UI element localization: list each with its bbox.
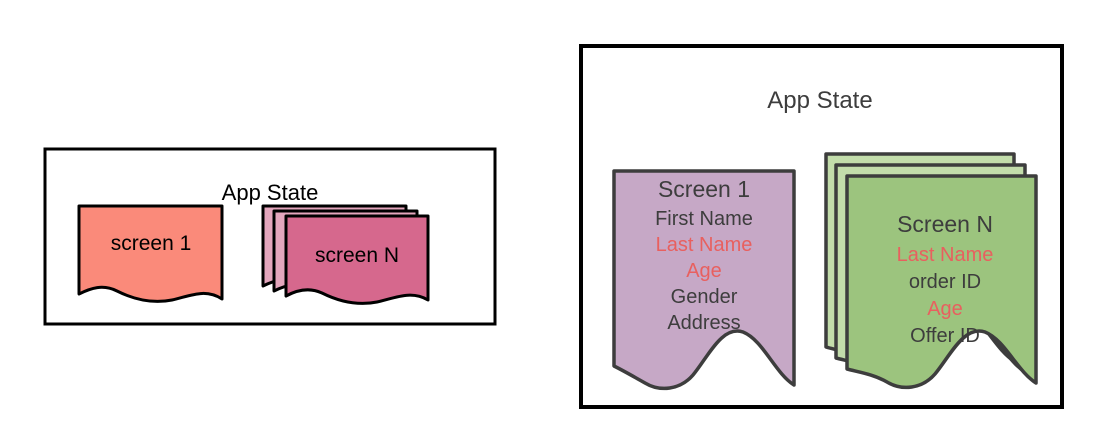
screen-1-purple-field-2: Age <box>686 260 722 282</box>
screen-1-purple-body <box>612 169 796 391</box>
left-panel: App State screen 1 screen N <box>43 147 497 326</box>
right-panel-title: App State <box>767 87 872 114</box>
screen-1-salmon-body <box>77 204 224 303</box>
shape-screen-1-salmon[interactable]: screen 1 <box>77 204 224 303</box>
screen-1-purple-field-3: Gender <box>671 286 738 308</box>
screen-1-salmon-label: screen 1 <box>111 232 192 255</box>
screen-n-green-layer-front <box>845 174 1038 390</box>
shape-screen-1-purple[interactable]: Screen 1 First Name Last Name Age Gender… <box>612 169 796 391</box>
screen-1-purple-field-1: Last Name <box>656 234 753 256</box>
screen-1-purple-title: Screen 1 <box>658 176 750 202</box>
shape-screen-n-green[interactable]: Screen N Last Name order ID Age Offer ID <box>824 152 1038 390</box>
left-panel-title: App State <box>222 180 319 205</box>
screen-n-green-title: Screen N <box>897 211 993 237</box>
screen-1-purple-field-0: First Name <box>655 208 753 230</box>
screen-n-green-field-3: Offer ID <box>910 325 980 347</box>
screen-1-purple-field-4: Address <box>667 312 740 334</box>
screen-n-pink-layer-front <box>284 214 430 305</box>
screen-n-pink-label: screen N <box>315 244 399 267</box>
right-panel: App State Screen 1 First Name Last Name … <box>579 44 1064 409</box>
screen-n-green-field-1: order ID <box>909 271 981 293</box>
shape-screen-n-pink[interactable]: screen N <box>261 204 430 305</box>
screen-n-green-field-2: Age <box>927 298 963 320</box>
screen-n-green-field-0: Last Name <box>897 244 994 266</box>
